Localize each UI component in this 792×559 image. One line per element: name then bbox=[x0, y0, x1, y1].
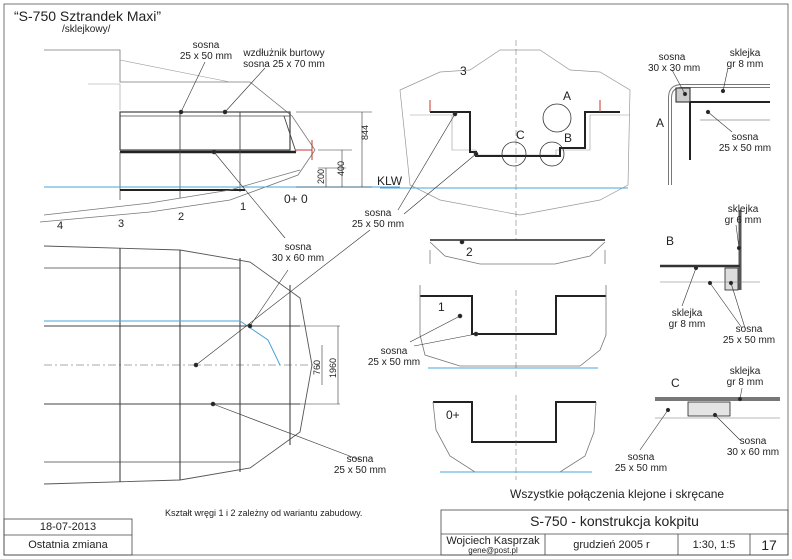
section-number-2: 2 bbox=[466, 245, 473, 259]
detail-a-sosna-2550: sosna 25 x 50 mm bbox=[718, 132, 772, 154]
joints-note: Wszystkie połączenia klejone i skręcane bbox=[510, 487, 725, 501]
section-number-3: 3 bbox=[460, 64, 467, 78]
detail-b-sklejka-8: sklejka gr 8 mm bbox=[668, 308, 706, 330]
dimension-760: 760 bbox=[312, 359, 322, 375]
detail-c-sosna-2550: sosna 25 x 50 mm bbox=[614, 452, 668, 474]
detail-a bbox=[668, 67, 770, 185]
frame-number-1: 1 bbox=[240, 201, 247, 213]
drawing-date: grudzień 2005 r bbox=[573, 539, 650, 551]
dimension-844: 844 bbox=[360, 124, 370, 140]
detail-a-sosna-3030: sosna 30 x 30 mm bbox=[648, 52, 701, 74]
detail-c-sklejka-8: sklejka gr 8 mm bbox=[726, 366, 764, 388]
detail-mark-a: A bbox=[563, 89, 572, 103]
detail-c-mark: C bbox=[671, 376, 680, 390]
section-number-1: 1 bbox=[438, 300, 445, 314]
frame-number-4: 4 bbox=[57, 220, 64, 232]
dimension-200: 200 bbox=[316, 168, 326, 184]
section-frame-0 bbox=[432, 395, 597, 480]
detail-c bbox=[639, 387, 780, 451]
detail-mark-b: B bbox=[564, 131, 573, 145]
sheet-border bbox=[3, 3, 789, 556]
section-frame-2 bbox=[429, 239, 606, 265]
detail-a-sklejka-8: sklejka gr 8 mm bbox=[726, 48, 764, 70]
detail-mark-c: C bbox=[516, 128, 525, 142]
sheet-number: 17 bbox=[761, 537, 777, 553]
frame-number-3: 3 bbox=[118, 218, 125, 230]
frame-number-2: 2 bbox=[178, 211, 185, 223]
last-change-date: 18-07-2013 bbox=[39, 521, 97, 533]
drawing-title-block: S-750 - konstrukcja kokpitu bbox=[530, 513, 699, 529]
detail-a-mark: A bbox=[656, 116, 665, 130]
detail-b-mark: B bbox=[666, 234, 675, 248]
drawing-subtitle: /sklejkowy/ bbox=[62, 24, 111, 35]
detail-b-sklejka-6: sklejka gr 6 mm bbox=[724, 204, 762, 226]
waterline-label: KLW bbox=[377, 174, 403, 188]
section-frame-1 bbox=[409, 285, 607, 380]
dimension-400: 400 bbox=[336, 160, 346, 176]
title-block-frame bbox=[3, 509, 789, 556]
drawing-title: “S-750 Sztrandek Maxi” bbox=[14, 8, 162, 24]
detail-b bbox=[660, 210, 760, 329]
callout-sosna-top: sosna 25 x 50 mm bbox=[179, 40, 233, 62]
detail-b-sosna-2550: sosna 25 x 50 mm bbox=[722, 324, 776, 346]
frame-number-0: 0+ 0 bbox=[284, 192, 308, 206]
drawing-scale: 1:30, 1:5 bbox=[692, 539, 736, 551]
detail-c-sosna-3060: sosna 30 x 60 mm bbox=[726, 436, 780, 458]
last-change-label: Ostatnia zmiana bbox=[28, 539, 108, 551]
author-name: Wojciech Kasprzak bbox=[446, 535, 540, 547]
callout-wzdluznik: wzdłużnik burtowy sosna 25 x 70 mm bbox=[243, 48, 325, 70]
plan-view bbox=[43, 229, 371, 485]
callout-sosna-bottom: sosna 25 x 50 mm bbox=[333, 454, 387, 476]
section-number-0: 0+ bbox=[446, 408, 460, 422]
side-view bbox=[39, 49, 400, 239]
dimension-1960: 1960 bbox=[328, 357, 338, 378]
callout-sosna-frame1: sosna 25 x 50 mm bbox=[367, 346, 421, 368]
callout-sosna-mid: sosna 25 x 50 mm bbox=[351, 208, 405, 230]
frames-note: Kształt wręgi 1 i 2 zależny od wariantu … bbox=[165, 508, 363, 518]
callout-sosna-3060: sosna 30 x 60 mm bbox=[271, 242, 325, 264]
author-email: gene@post.pl bbox=[468, 546, 518, 555]
section-top bbox=[380, 40, 631, 240]
